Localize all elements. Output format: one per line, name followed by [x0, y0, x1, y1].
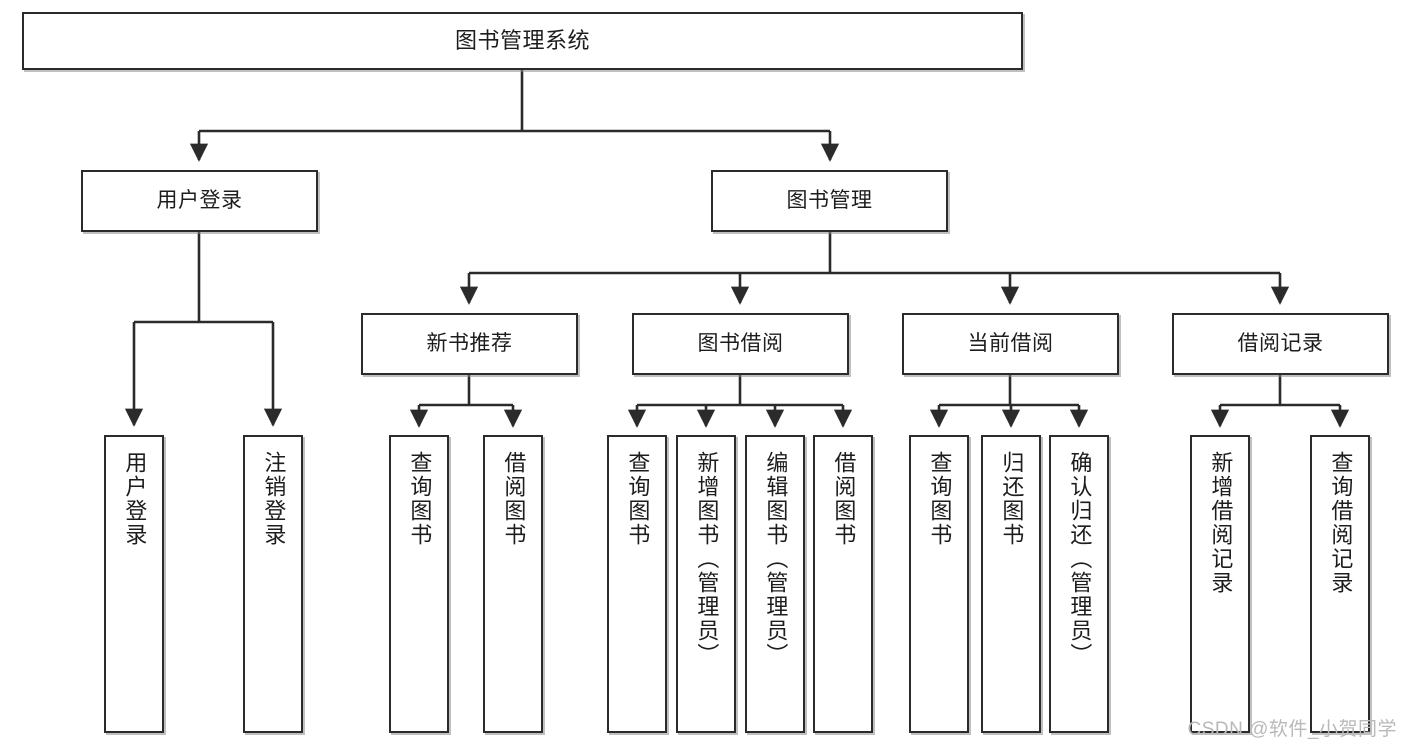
node-leaf-query-record-label: 查询借阅记录: [1328, 451, 1354, 595]
node-leaf-add-book-label: 新增图书（管理员）: [694, 451, 720, 667]
node-leaf-confirm-return[interactable]: 确认归还（管理员）: [1049, 435, 1109, 733]
node-new-book-recommend-label: 新书推荐: [426, 332, 513, 356]
node-leaf-user-login-label: 用户登录: [122, 451, 148, 547]
node-leaf-query-book-2[interactable]: 查询图书: [607, 435, 667, 733]
node-leaf-add-record-label: 新增借阅记录: [1208, 451, 1234, 595]
node-borrow-record[interactable]: 借阅记录: [1172, 313, 1389, 375]
node-leaf-return-book[interactable]: 归还图书: [981, 435, 1041, 733]
node-leaf-query-book-1-label: 查询图书: [407, 451, 433, 547]
node-root-label: 图书管理系统: [454, 27, 590, 53]
node-leaf-query-book-2-label: 查询图书: [625, 451, 651, 547]
node-book-borrow[interactable]: 图书借阅: [632, 313, 849, 375]
node-user-login[interactable]: 用户登录: [81, 170, 318, 232]
node-book-borrow-label: 图书借阅: [697, 332, 784, 356]
node-leaf-query-record[interactable]: 查询借阅记录: [1310, 435, 1370, 733]
node-leaf-logout-label: 注销登录: [261, 451, 287, 547]
node-leaf-return-book-label: 归还图书: [999, 451, 1025, 547]
node-leaf-borrow-book-1-label: 借阅图书: [501, 451, 527, 547]
node-leaf-add-book[interactable]: 新增图书（管理员）: [676, 435, 736, 733]
node-book-management-label: 图书管理: [786, 189, 873, 213]
node-current-borrow-label: 当前借阅: [967, 332, 1054, 356]
node-new-book-recommend[interactable]: 新书推荐: [361, 313, 578, 375]
node-leaf-query-book-3[interactable]: 查询图书: [909, 435, 969, 733]
node-borrow-record-label: 借阅记录: [1237, 332, 1324, 356]
node-leaf-borrow-book-1[interactable]: 借阅图书: [483, 435, 543, 733]
node-current-borrow[interactable]: 当前借阅: [902, 313, 1119, 375]
node-leaf-edit-book[interactable]: 编辑图书（管理员）: [745, 435, 805, 733]
node-leaf-user-login[interactable]: 用户登录: [104, 435, 164, 733]
node-leaf-confirm-return-label: 确认归还（管理员）: [1067, 451, 1093, 667]
node-leaf-logout[interactable]: 注销登录: [243, 435, 303, 733]
node-leaf-borrow-book-2-label: 借阅图书: [831, 451, 857, 547]
node-book-management[interactable]: 图书管理: [711, 170, 948, 232]
node-leaf-borrow-book-2[interactable]: 借阅图书: [813, 435, 873, 733]
node-leaf-add-record[interactable]: 新增借阅记录: [1190, 435, 1250, 733]
node-leaf-query-book-1[interactable]: 查询图书: [389, 435, 449, 733]
node-root[interactable]: 图书管理系统: [22, 12, 1023, 70]
node-user-login-label: 用户登录: [156, 189, 243, 213]
node-leaf-edit-book-label: 编辑图书（管理员）: [763, 451, 789, 667]
node-leaf-query-book-3-label: 查询图书: [927, 451, 953, 547]
